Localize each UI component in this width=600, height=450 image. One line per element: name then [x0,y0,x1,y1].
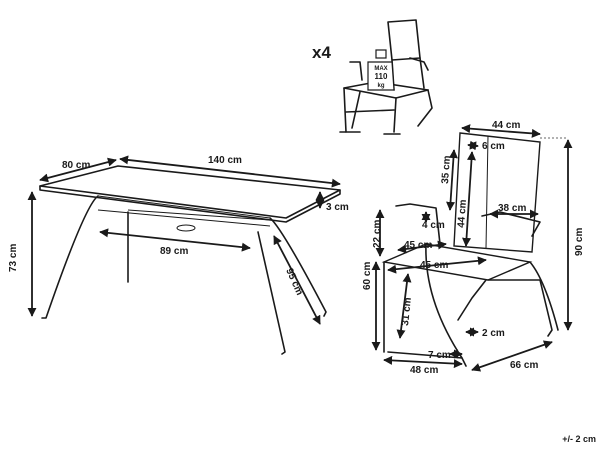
back-lower-label: 35 cm [440,155,453,184]
table-width-label: 80 cm [62,160,90,171]
seat-upper-depth-label: 45 cm [404,240,432,251]
table-length-label: 140 cm [208,155,242,166]
leg-height-label: 31 cm [400,297,414,326]
armrest-height-label: 22 cm [372,220,383,248]
table-drawing [39,165,341,355]
seat-depth-label: 45 cm [420,260,448,271]
base-width-label: 48 cm [410,365,438,376]
chair-dimensions: 44 cm 6 cm 35 cm 44 cm 38 cm 4 cm 22 cm … [362,120,585,376]
chair-icon: x4 MAX 110 kg [312,19,433,135]
quantity-label: x4 [312,43,331,62]
tolerance-note: +/- 2 cm [562,434,596,444]
table-leg-span-label: 89 cm [160,246,188,257]
max-load-text: MAX [374,66,387,72]
max-load-value: 110 [375,72,388,81]
armrest-gap-label: 4 cm [422,220,445,231]
base-depth-label: 66 cm [510,360,538,371]
tube-label: 2 cm [482,328,505,339]
back-gap-label: 6 cm [482,141,505,152]
total-height-label: 90 cm [574,228,585,256]
armrest-length-label: 38 cm [498,203,526,214]
table-height-label: 73 cm [8,244,19,272]
back-width-label: 44 cm [492,120,520,131]
table-leg-length-label: 95 cm [283,267,305,297]
back-height-label: 44 cm [456,199,469,228]
max-load-badge: MAX 110 kg [367,49,395,91]
seat-height-label: 60 cm [362,262,373,290]
foot-gap-label: 7 cm [428,350,451,361]
table-thickness-label: 3 cm [326,202,349,213]
max-load-unit: kg [377,83,384,89]
